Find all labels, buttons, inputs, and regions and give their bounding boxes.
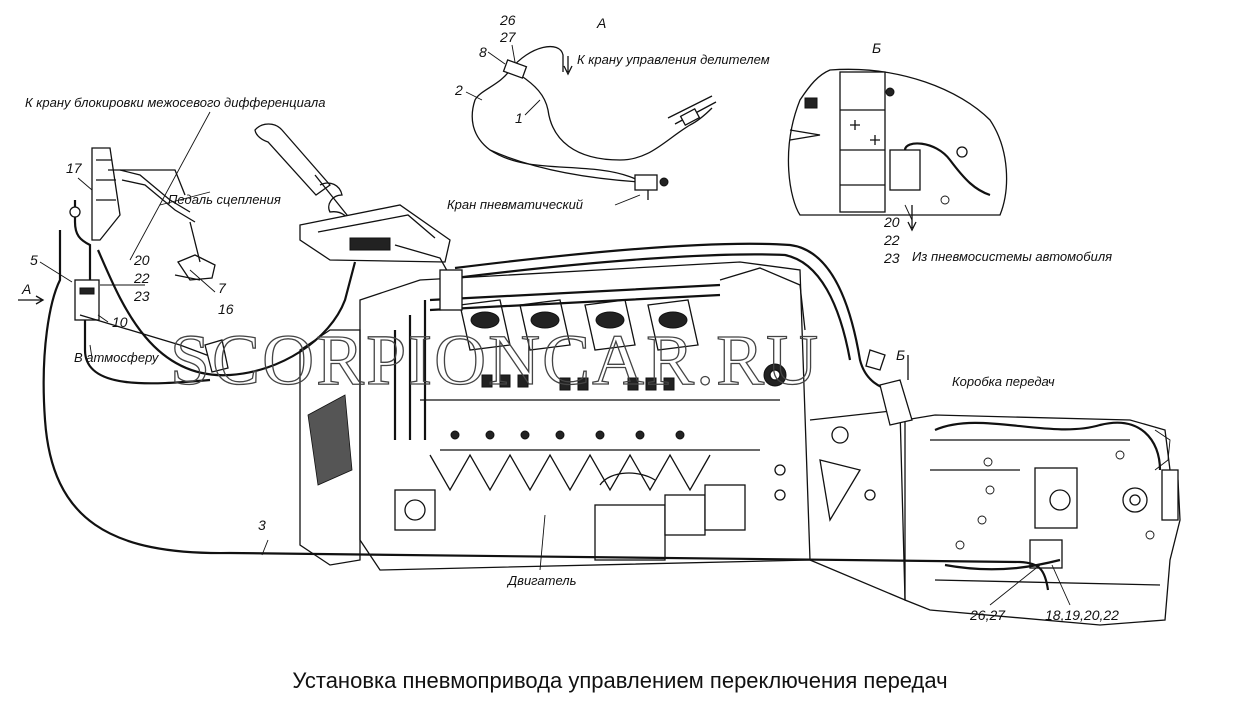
view-a-arrow	[18, 295, 45, 305]
callout-2: 2	[454, 82, 463, 98]
label-to-atmosphere: В атмосферу	[74, 350, 160, 365]
label-gearbox: Коробка передач	[952, 374, 1055, 389]
callout-16: 16	[218, 301, 234, 317]
engine-drawing	[299, 242, 913, 601]
label-from-air-system: Из пневмосистемы автомобиля	[912, 249, 1112, 264]
callouts: 26 27 8 2 1 17 5 20 22 23 10 7 16 3 20 2…	[30, 12, 1119, 623]
callout-27: 27	[499, 29, 517, 45]
label-engine: Двигатель	[506, 573, 577, 588]
diagram-caption: Установка пневмопривода управлением пере…	[292, 668, 947, 693]
callout-5: 5	[30, 252, 38, 268]
view-b-drawing	[787, 68, 1008, 232]
gear-lever-drawing	[254, 123, 463, 311]
callout-22: 22	[133, 270, 150, 286]
callout-10: 10	[112, 314, 128, 330]
label-to-divider-valve: К крану управления делителем	[577, 52, 770, 67]
view-a-label: А	[596, 15, 606, 31]
callout-26: 26	[499, 12, 516, 28]
clutch-pedal-drawing	[42, 147, 1050, 591]
gearbox-drawing	[904, 414, 1181, 626]
callout-b-23: 23	[883, 250, 900, 266]
view-b-label: Б	[872, 40, 881, 56]
view-a-drawing	[471, 46, 717, 200]
callout-7: 7	[218, 280, 227, 296]
label-pneumatic-valve: Кран пневматический	[447, 197, 583, 212]
callout-23: 23	[133, 288, 150, 304]
labels: А Б Б А К крану управления делителем К к…	[18, 15, 1112, 588]
leader-lines	[39, 44, 1071, 606]
callout-18-19-20-22: 18,19,20,22	[1045, 607, 1119, 623]
label-to-diff-lock-valve: К крану блокировки межосевого дифференци…	[25, 95, 326, 110]
callout-26-27: 26,27	[969, 607, 1006, 623]
callout-20: 20	[133, 252, 150, 268]
callout-8: 8	[479, 44, 487, 60]
callout-3: 3	[258, 517, 266, 533]
label-clutch-pedal: Педаль сцепления	[168, 192, 281, 207]
callout-1: 1	[515, 110, 523, 126]
watermark: SCORPIONCAR.RU	[170, 320, 820, 400]
view-b-marker: Б	[896, 347, 905, 363]
callout-b-20: 20	[883, 214, 900, 230]
view-a-marker: А	[21, 281, 31, 297]
callout-17: 17	[66, 160, 83, 176]
callout-b-22: 22	[883, 232, 900, 248]
